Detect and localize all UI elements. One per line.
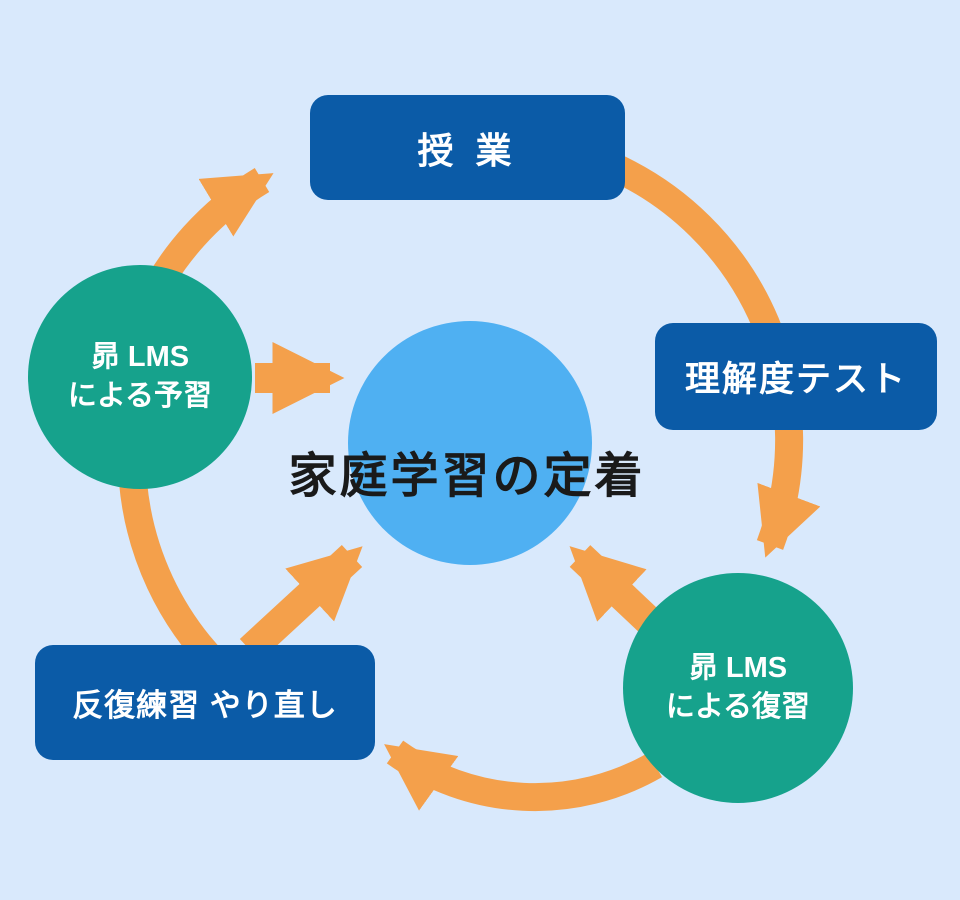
node-test-label: 理解度テスト	[684, 360, 907, 399]
arrow-review-to-center-icon	[569, 545, 661, 633]
diagram-title: 家庭学習の定着	[288, 450, 646, 503]
arrow-practice-to-prep-icon	[119, 480, 230, 678]
node-test: 理解度テスト	[655, 323, 937, 430]
node-review: 昴 LMS による復習	[623, 573, 853, 803]
node-class-label: 授 業	[417, 129, 518, 171]
node-class: 授 業	[310, 95, 625, 200]
node-practice-label: 反復練習 やり直し	[72, 688, 338, 723]
node-prep: 昴 LMS による予習	[28, 265, 252, 489]
node-review-line1: 昴 LMS	[688, 651, 788, 684]
node-review-line2: による復習	[665, 691, 811, 723]
center-node	[348, 321, 592, 565]
arrow-practice-to-center-icon	[239, 544, 363, 662]
arrow-review-to-practice-icon	[384, 740, 662, 812]
node-practice: 反復練習 やり直し	[35, 645, 375, 760]
node-prep-line1: 昴 LMS	[90, 340, 190, 373]
node-prep-line2: による予習	[67, 380, 213, 412]
